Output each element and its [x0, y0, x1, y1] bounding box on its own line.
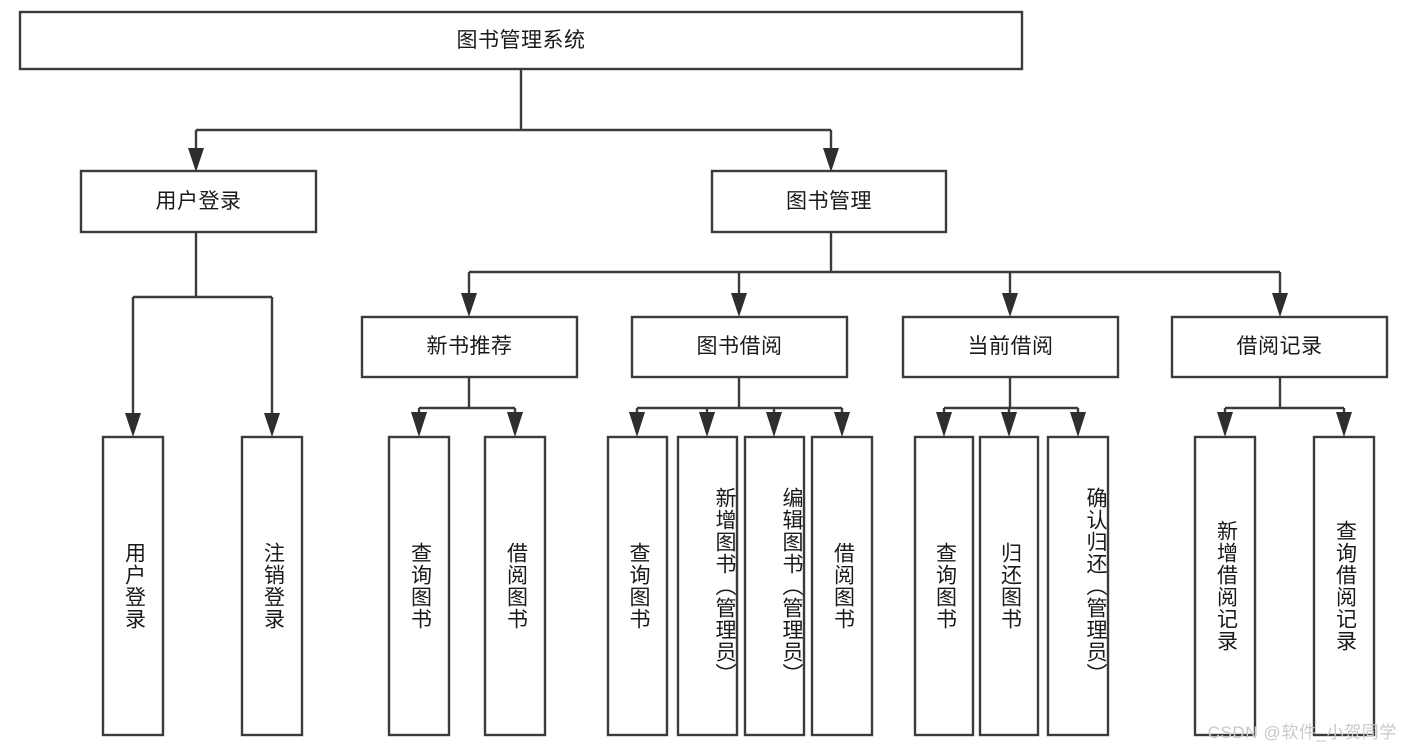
arrow-head-leaf-add-record — [1217, 412, 1233, 437]
connectors-borrow-record-to-leaves — [1217, 377, 1352, 437]
arrow-head-leaf-add-book — [699, 412, 715, 437]
arrow-head-book-borrow — [731, 293, 747, 317]
node-box-leaf-query-book-b[interactable] — [606, 435, 669, 737]
node-box-book-manage[interactable] — [710, 169, 948, 234]
connectors-root-to-level2 — [188, 69, 839, 172]
connectors-user-login-to-leaves — [125, 232, 280, 437]
arrow-head-borrow-record — [1272, 293, 1288, 317]
arrow-head-user-login — [188, 148, 204, 172]
arrow-head-leaf-query-book-c — [936, 412, 952, 437]
connectors-book-manage-to-level3 — [461, 232, 1288, 317]
node-box-book-borrow[interactable] — [630, 315, 849, 379]
arrow-head-leaf-edit-book — [766, 412, 782, 437]
arrow-head-leaf-confirm-return — [1070, 412, 1086, 437]
node-box-leaf-query-book-c[interactable] — [913, 435, 975, 737]
node-box-leaf-query-record[interactable] — [1312, 435, 1376, 737]
node-box-leaf-user-login[interactable] — [101, 435, 165, 737]
node-box-borrow-record[interactable] — [1170, 315, 1389, 379]
arrow-head-current-borrow — [1002, 293, 1018, 317]
arrow-head-book-manage — [823, 148, 839, 172]
arrow-head-leaf-query-book-a — [411, 412, 427, 437]
arrow-head-leaf-borrow-book-b — [834, 412, 850, 437]
node-box-leaf-edit-book[interactable] — [743, 435, 806, 737]
arrow-head-leaf-return-book — [1001, 412, 1017, 437]
arrow-head-leaf-logout — [264, 413, 280, 437]
node-box-leaf-query-book-a[interactable] — [387, 435, 451, 737]
arrow-head-leaf-user-login — [125, 413, 141, 437]
node-box-leaf-add-book[interactable] — [676, 435, 739, 737]
arrow-head-leaf-borrow-book-a — [507, 412, 523, 437]
node-box-user-login[interactable] — [79, 169, 318, 234]
node-box-leaf-borrow-book-a[interactable] — [483, 435, 547, 737]
node-box-leaf-confirm-return[interactable] — [1046, 435, 1110, 737]
connectors-book-borrow-to-leaves — [629, 377, 850, 437]
node-box-leaf-borrow-book-b[interactable] — [810, 435, 874, 737]
node-box-new-book-recommend[interactable] — [360, 315, 579, 379]
node-box-root[interactable] — [18, 10, 1024, 71]
node-box-leaf-return-book[interactable] — [978, 435, 1040, 737]
arrow-head-leaf-query-record — [1336, 412, 1352, 437]
connectors-new-book-to-leaves — [411, 377, 523, 437]
node-box-leaf-add-record[interactable] — [1193, 435, 1257, 737]
node-box-current-borrow[interactable] — [901, 315, 1120, 379]
connectors-current-borrow-to-leaves — [936, 377, 1086, 437]
node-box-leaf-logout[interactable] — [240, 435, 304, 737]
arrow-head-new-book — [461, 293, 477, 317]
arrow-head-leaf-query-book-b — [629, 412, 645, 437]
